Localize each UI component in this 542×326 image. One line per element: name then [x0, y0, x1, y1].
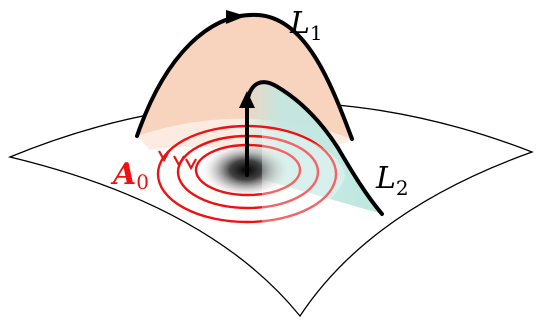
loop2-curve	[245, 80, 384, 216]
arrowhead	[239, 91, 255, 108]
loop1-curve	[135, 12, 354, 141]
ring-chevrons	[158, 150, 197, 171]
ring-fade-overlay	[262, 130, 345, 222]
label-l1: L1	[289, 6, 323, 45]
chevron-down-icon	[185, 158, 197, 171]
label-l2: L2	[375, 161, 409, 200]
label-a0: A0	[110, 157, 149, 194]
chevron-down-icon	[158, 150, 170, 163]
chevron-down-icon	[173, 155, 185, 168]
arrowhead	[226, 10, 246, 24]
